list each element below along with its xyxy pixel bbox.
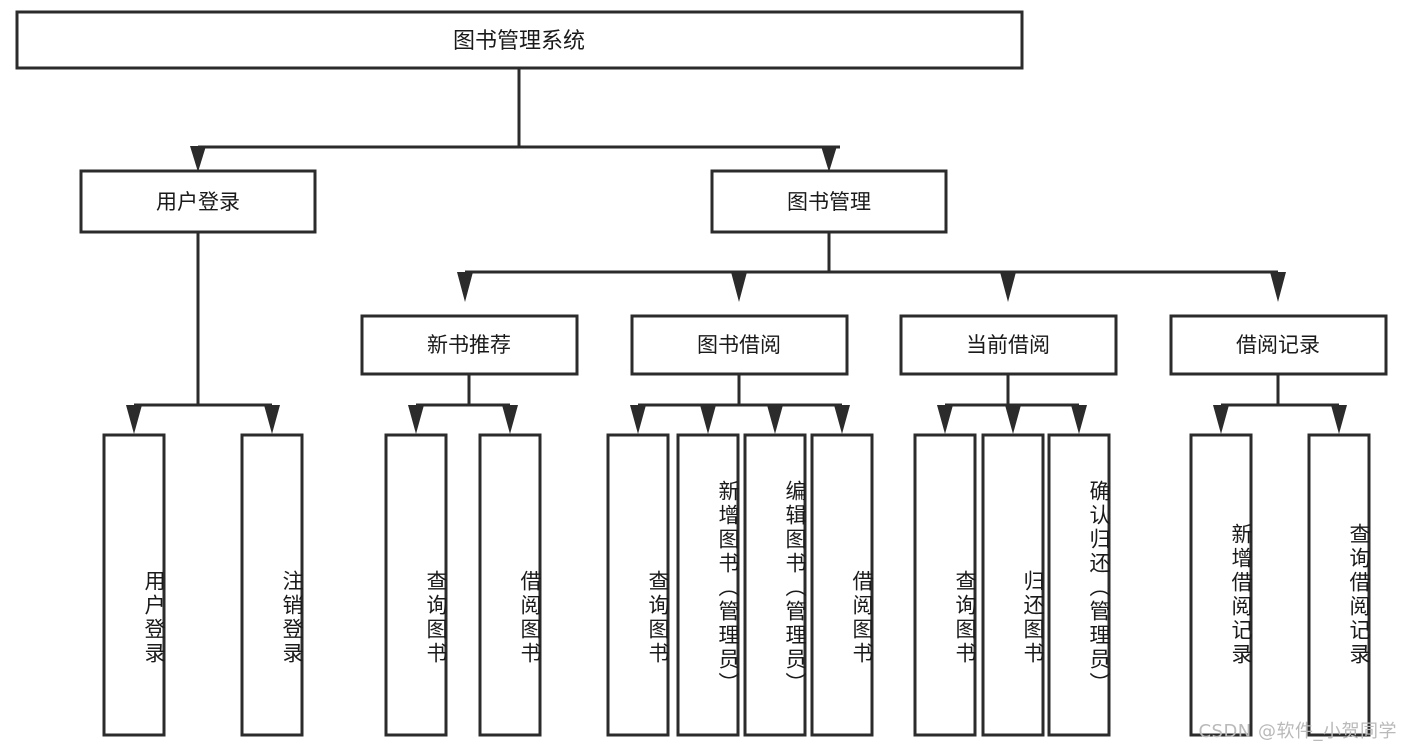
leaf-box-borrow-book-1[interactable] bbox=[478, 433, 542, 737]
connector-newbook-to-leaves bbox=[408, 374, 518, 434]
leaf-box-add-book[interactable] bbox=[676, 433, 740, 737]
connector-userlogin-to-leaves bbox=[126, 232, 280, 434]
connector-borrowrecord-to-leaves bbox=[1213, 374, 1347, 434]
node-book-manage-label: 图书管理 bbox=[787, 190, 871, 214]
node-borrow-record-label: 借阅记录 bbox=[1236, 333, 1320, 357]
csdn-watermark: CSDN @软件_小贺同学 bbox=[1198, 721, 1397, 742]
node-user-login[interactable]: 用户登录 bbox=[79, 169, 317, 234]
node-current-borrow-label: 当前借阅 bbox=[966, 333, 1050, 357]
node-borrow-record[interactable]: 借阅记录 bbox=[1169, 314, 1388, 376]
leaf-box-query-book-3[interactable] bbox=[913, 433, 977, 737]
connector-bookborrow-to-leaves bbox=[630, 374, 850, 434]
leaf-box-borrow-book-2[interactable] bbox=[810, 433, 874, 737]
leaf-box-query-record[interactable] bbox=[1307, 433, 1371, 737]
connector-currentborrow-to-leaves bbox=[937, 374, 1087, 434]
connector-bookmanage-to-level2 bbox=[457, 232, 1286, 302]
leaf-box-confirm-return[interactable] bbox=[1047, 433, 1111, 737]
node-new-book-recommend[interactable]: 新书推荐 bbox=[360, 314, 579, 376]
node-book-borrow[interactable]: 图书借阅 bbox=[630, 314, 849, 376]
node-book-borrow-label: 图书借阅 bbox=[697, 333, 781, 357]
node-new-book-recommend-label: 新书推荐 bbox=[427, 333, 511, 357]
leaf-box-user-login[interactable] bbox=[102, 433, 166, 737]
leaf-box-query-book-1[interactable] bbox=[384, 433, 448, 737]
leaf-box-add-record[interactable] bbox=[1189, 433, 1253, 737]
node-book-manage[interactable]: 图书管理 bbox=[710, 169, 948, 234]
leaf-box-logout-login[interactable] bbox=[240, 433, 304, 737]
node-root[interactable]: 图书管理系统 bbox=[15, 10, 1024, 70]
node-user-login-label: 用户登录 bbox=[156, 190, 240, 214]
node-root-label: 图书管理系统 bbox=[453, 29, 585, 54]
leaf-box-return-book[interactable] bbox=[981, 433, 1045, 737]
connector-root-to-level1 bbox=[190, 68, 840, 172]
node-current-borrow[interactable]: 当前借阅 bbox=[899, 314, 1118, 376]
leaf-box-edit-book[interactable] bbox=[743, 433, 807, 737]
leaf-box-query-book-2[interactable] bbox=[606, 433, 670, 737]
leaf-boxes bbox=[102, 433, 1371, 737]
